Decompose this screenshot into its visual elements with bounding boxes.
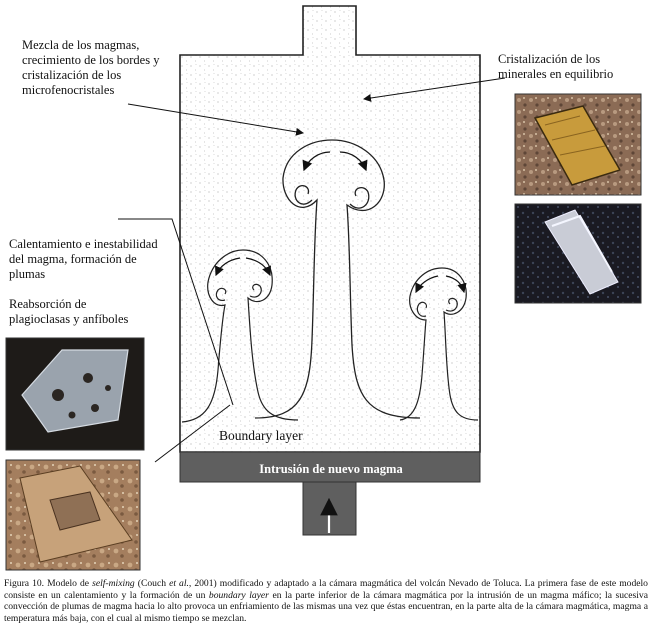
leader-mixing <box>127 103 304 136</box>
caption-etal: et al. <box>169 578 189 589</box>
label-intrusion: Intrusión de nuevo magma <box>259 462 403 476</box>
label-resorption: Reabsorción de plagioclasas y anfíboles <box>9 297 129 326</box>
label-boundary-layer: Boundary layer <box>219 428 303 443</box>
leader-resorption <box>154 404 231 463</box>
label-mixing: Mezcla de los magmas, crecimiento de los… <box>22 38 160 97</box>
photo-plagioclase <box>5 459 141 571</box>
photo-resorbed-crystal <box>5 337 145 451</box>
magma-chamber <box>179 5 481 453</box>
central-plume-arrow-left <box>302 151 331 172</box>
photo-crystal-mid-right <box>514 203 642 304</box>
right-plume-arrow-left <box>415 275 439 294</box>
leader-heating <box>118 218 234 406</box>
leader-crystallization <box>363 77 506 102</box>
right-plume-arrow-right <box>445 275 467 294</box>
label-heating: Calentamiento e inestabilidad del magma,… <box>9 237 158 281</box>
caption-part4: en la parte inferior de la cámara magmát… <box>4 589 648 624</box>
central-plume <box>254 139 421 419</box>
photo-crystal-top-right <box>514 93 642 196</box>
left-plume-arrow-right <box>245 257 271 277</box>
left-plume-arrow-left <box>215 257 241 277</box>
caption-part3: , 2001) modificado y adaptado a la cámar… <box>4 578 648 601</box>
left-plume <box>181 249 299 423</box>
figure-caption: Figura 10. Modelo de self-mixing (Couch … <box>4 578 648 624</box>
caption-term-self-mixing: self-mixing <box>92 578 135 589</box>
caption-term-boundary-layer: boundary layer <box>208 589 269 601</box>
right-plume <box>399 267 479 421</box>
label-crystallization: Cristalización de los minerales en equil… <box>498 52 614 81</box>
intrusion-bar <box>179 451 481 483</box>
central-plume-arrow-right <box>339 151 368 172</box>
caption-part2: (Couch <box>134 578 170 589</box>
caption-figure: Figura 10. Modelo de <box>4 578 93 589</box>
